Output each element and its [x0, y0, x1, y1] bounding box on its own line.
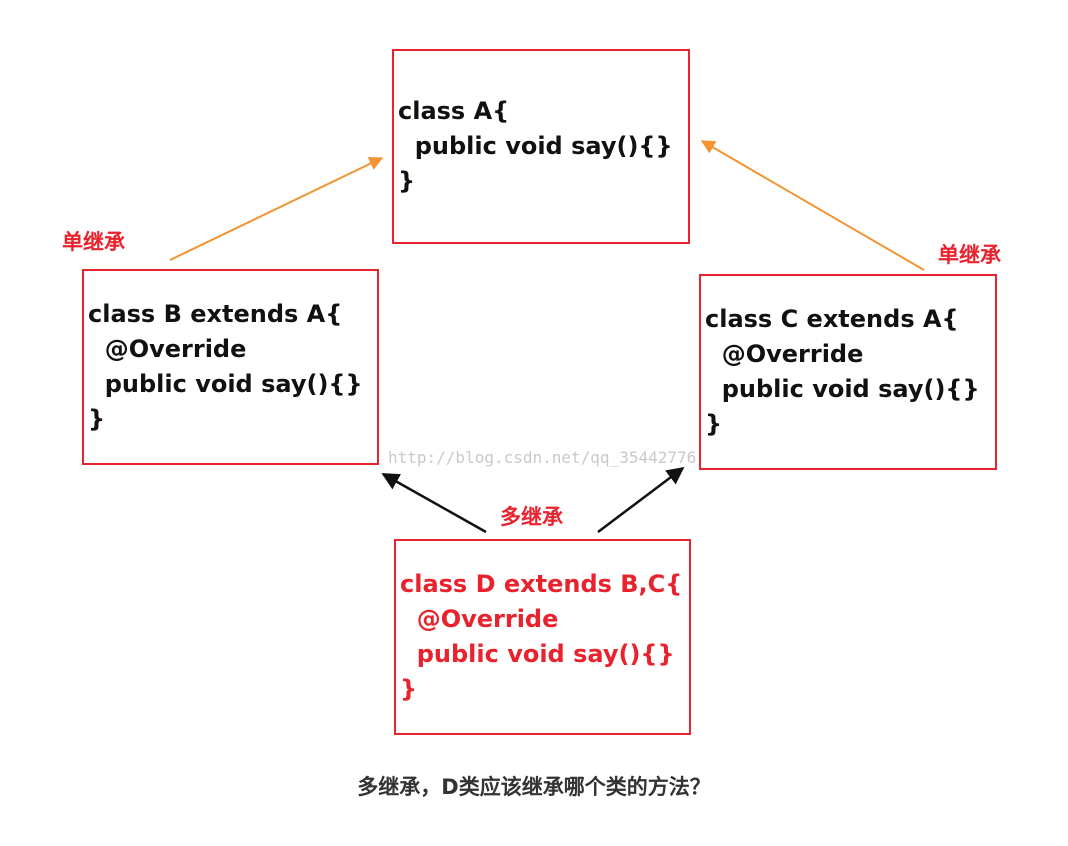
class-c-line: public void say(){}	[705, 375, 980, 403]
class-d-box: class D extends B,C{ @Override public vo…	[394, 539, 691, 735]
label-single-inheritance-right: 单继承	[938, 243, 1001, 267]
class-d-line: }	[400, 675, 418, 703]
class-c-line: }	[705, 410, 723, 438]
class-b-box: class B extends A{ @Override public void…	[82, 269, 379, 465]
caption: 多继承，D类应该继承哪个类的方法？	[357, 775, 711, 799]
class-d-line: public void say(){}	[400, 640, 675, 668]
class-b-line: public void say(){}	[88, 370, 363, 398]
arrow-d-to-c	[597, 466, 685, 533]
class-d-line: class D extends B,C{	[400, 570, 683, 598]
arrow-d-to-b	[381, 472, 487, 534]
class-a-box: class A{ public void say(){} }	[392, 49, 690, 244]
watermark: http://blog.csdn.net/qq_35442776	[388, 448, 697, 467]
class-b-line: }	[88, 405, 106, 433]
class-c-box: class C extends A{ @Override public void…	[699, 274, 997, 470]
class-c-line: class C extends A{	[705, 305, 959, 333]
class-c-line: @Override	[705, 340, 864, 368]
class-a-line: public void say(){}	[398, 132, 673, 160]
label-multiple-inheritance: 多继承	[500, 505, 563, 529]
class-a-line: }	[398, 167, 416, 195]
class-b-line: class B extends A{	[88, 300, 343, 328]
label-single-inheritance-left: 单继承	[62, 230, 125, 254]
class-a-line: class A{	[398, 97, 510, 125]
class-d-line: @Override	[400, 605, 559, 633]
class-b-line: @Override	[88, 335, 247, 363]
arrow-b-to-a	[169, 157, 384, 261]
arrow-c-to-a	[700, 140, 925, 271]
